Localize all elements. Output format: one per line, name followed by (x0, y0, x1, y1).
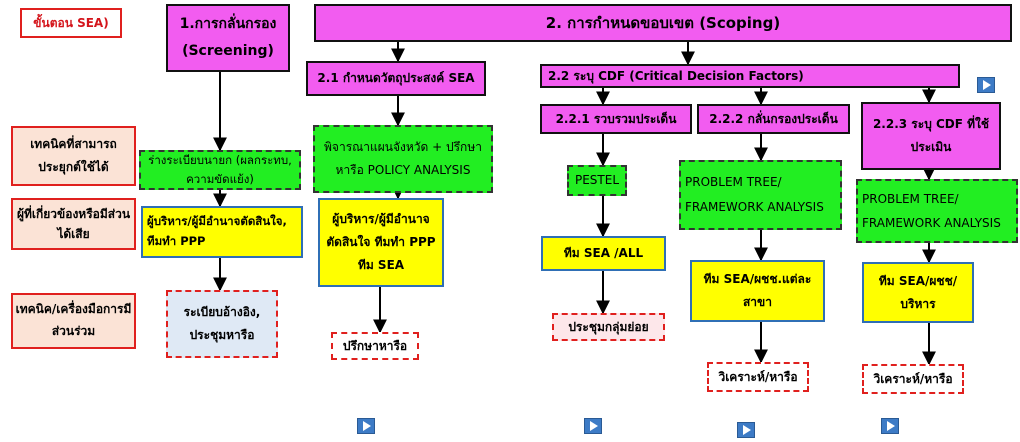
label-stakeholders: ผู้ที่เกี่ยวข้องหรือมีส่วนได้เสีย (11, 198, 136, 250)
stage-screening: 1.การกลั่นกรอง (Screening) (166, 4, 290, 72)
label-participation: เทคนิค/เครื่องมือการมีส่วนร่วม (11, 293, 136, 349)
stakeholder-2-2-2: ทีม SEA/ผชช.แต่ละสาขา (690, 260, 825, 322)
stakeholder-2-1: ผู้บริหาร/ผู้มีอำนาจตัดสินใจ ทีมทำ PPP ท… (318, 198, 444, 287)
participation-2-2-2: วิเคราะห์/หารือ (707, 362, 809, 392)
stakeholder-2-2-3: ทีม SEA/ผชช/บริหาร (862, 262, 974, 323)
participation-screening: ระเบียบอ้างอิง, ประชุมหารือ (166, 290, 278, 358)
play-button-icon-3[interactable] (737, 422, 755, 438)
stakeholder-screening: ผู้บริหาร/ผู้มีอำนาจตัดสินใจ, ทีมทำ PPP (141, 206, 303, 258)
label-steps: ขั้นตอน SEA) (20, 8, 122, 38)
participation-2-2-3: วิเคราะห์/หารือ (862, 364, 964, 394)
label-techniques: เทคนิคที่สามารถประยุกต์ใช้ได้ (11, 126, 136, 186)
substep-2-1: 2.1 กำหนดวัตถุประสงค์ SEA (306, 61, 486, 96)
technique-2-2-2: PROBLEM TREE/ FRAMEWORK ANALYSIS (679, 160, 842, 230)
participation-2-1: ปรึกษาหารือ (331, 332, 419, 360)
substep-2-2-1: 2.2.1 รวบรวมประเด็น (540, 104, 692, 134)
play-button-icon-top-right[interactable] (977, 77, 995, 93)
participation-2-2-1: ประชุมกลุ่มย่อย (552, 313, 665, 341)
technique-2-1: พิจารณาแผนจังหวัด + ปรึกษาหารือ POLICY A… (313, 125, 493, 193)
stage-scoping: 2. การกำหนดขอบเขต (Scoping) (314, 4, 1012, 42)
play-button-icon-2[interactable] (584, 418, 602, 434)
technique-2-2-3: PROBLEM TREE/ FRAMEWORK ANALYSIS (856, 179, 1018, 243)
substep-2-2: 2.2 ระบุ CDF (Critical Decision Factors) (540, 64, 960, 88)
technique-2-2-1: PESTEL (567, 165, 627, 196)
play-button-icon-4[interactable] (881, 418, 899, 434)
substep-2-2-3: 2.2.3 ระบุ CDF ที่ใช้ประเมิน (861, 102, 1001, 170)
substep-2-2-2: 2.2.2 กลั่นกรองประเด็น (697, 104, 850, 134)
play-button-icon-1[interactable] (357, 418, 375, 434)
stakeholder-2-2-1: ทีม SEA /ALL (541, 236, 666, 271)
technique-screening: ร่างระเบียบนายก (ผลกระทบ, ความขัดแย้ง) (139, 150, 301, 190)
